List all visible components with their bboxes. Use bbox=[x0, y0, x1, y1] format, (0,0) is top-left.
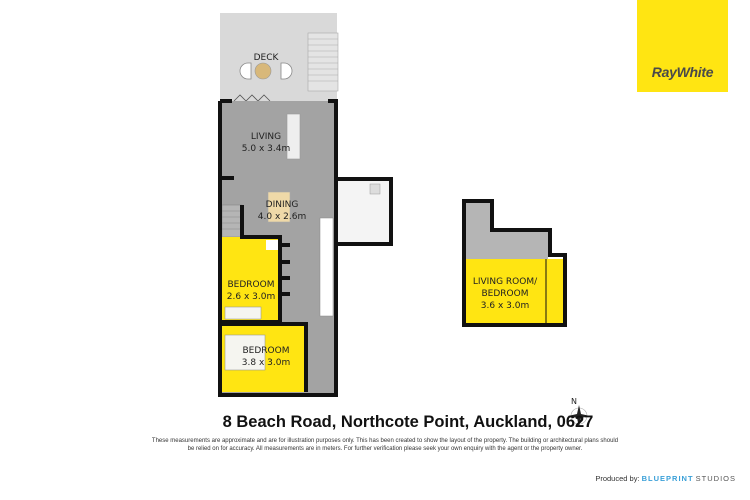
upper-stairs bbox=[490, 232, 548, 259]
bed-icon bbox=[224, 334, 266, 371]
bed-icon bbox=[224, 306, 262, 320]
walls bbox=[218, 99, 393, 397]
kitchen-counter bbox=[319, 217, 334, 317]
living-label: LIVING bbox=[251, 132, 281, 142]
credit: Produced by: BLUEPRINT STUDIOS bbox=[595, 474, 736, 483]
dining-table-icon bbox=[267, 191, 291, 223]
upper-room-floor bbox=[466, 259, 563, 323]
upper-room-label: BEDROOM bbox=[482, 289, 529, 299]
bedroom-2-label: BEDROOM bbox=[243, 346, 290, 356]
sofa-icon bbox=[286, 113, 301, 160]
deck-label: DECK bbox=[254, 53, 280, 63]
credit-prefix: Produced by: bbox=[595, 474, 640, 483]
deck-table-icon bbox=[239, 62, 293, 80]
upper-stairs bbox=[466, 203, 490, 259]
dining-size: 4.0 x 2.6m bbox=[258, 212, 306, 222]
bedroom-1-size: 2.6 x 3.0m bbox=[227, 292, 275, 302]
disclaimer: These measurements are approximate and a… bbox=[151, 438, 619, 452]
property-address: 8 Beach Road, Northcote Point, Auckland,… bbox=[222, 413, 594, 431]
raywhite-logo: RayWhite bbox=[637, 0, 728, 92]
bedroom-1-label: BEDROOM bbox=[228, 280, 275, 290]
compass-icon bbox=[568, 405, 590, 427]
deck-stairs bbox=[307, 32, 339, 92]
credit-brand: BLUEPRINT bbox=[641, 474, 694, 483]
toilet-icon bbox=[369, 183, 381, 195]
living-size: 5.0 x 3.4m bbox=[242, 144, 290, 154]
upper-room-label: LIVING ROOM/ bbox=[473, 277, 538, 287]
bathroom-floor bbox=[338, 181, 389, 242]
upper-room-size: 3.6 x 3.0m bbox=[481, 301, 529, 311]
logo-text: RayWhite bbox=[651, 64, 714, 80]
internal-stairs bbox=[221, 204, 243, 238]
bedroom-2-size: 3.8 x 3.0m bbox=[242, 358, 290, 368]
credit-brand-suffix: STUDIOS bbox=[695, 474, 736, 483]
dining-label: DINING bbox=[266, 200, 299, 210]
bifold-door bbox=[233, 94, 271, 102]
upper-walls bbox=[462, 199, 567, 327]
wardrobe bbox=[266, 240, 278, 250]
compass-north-label: N bbox=[571, 397, 577, 406]
